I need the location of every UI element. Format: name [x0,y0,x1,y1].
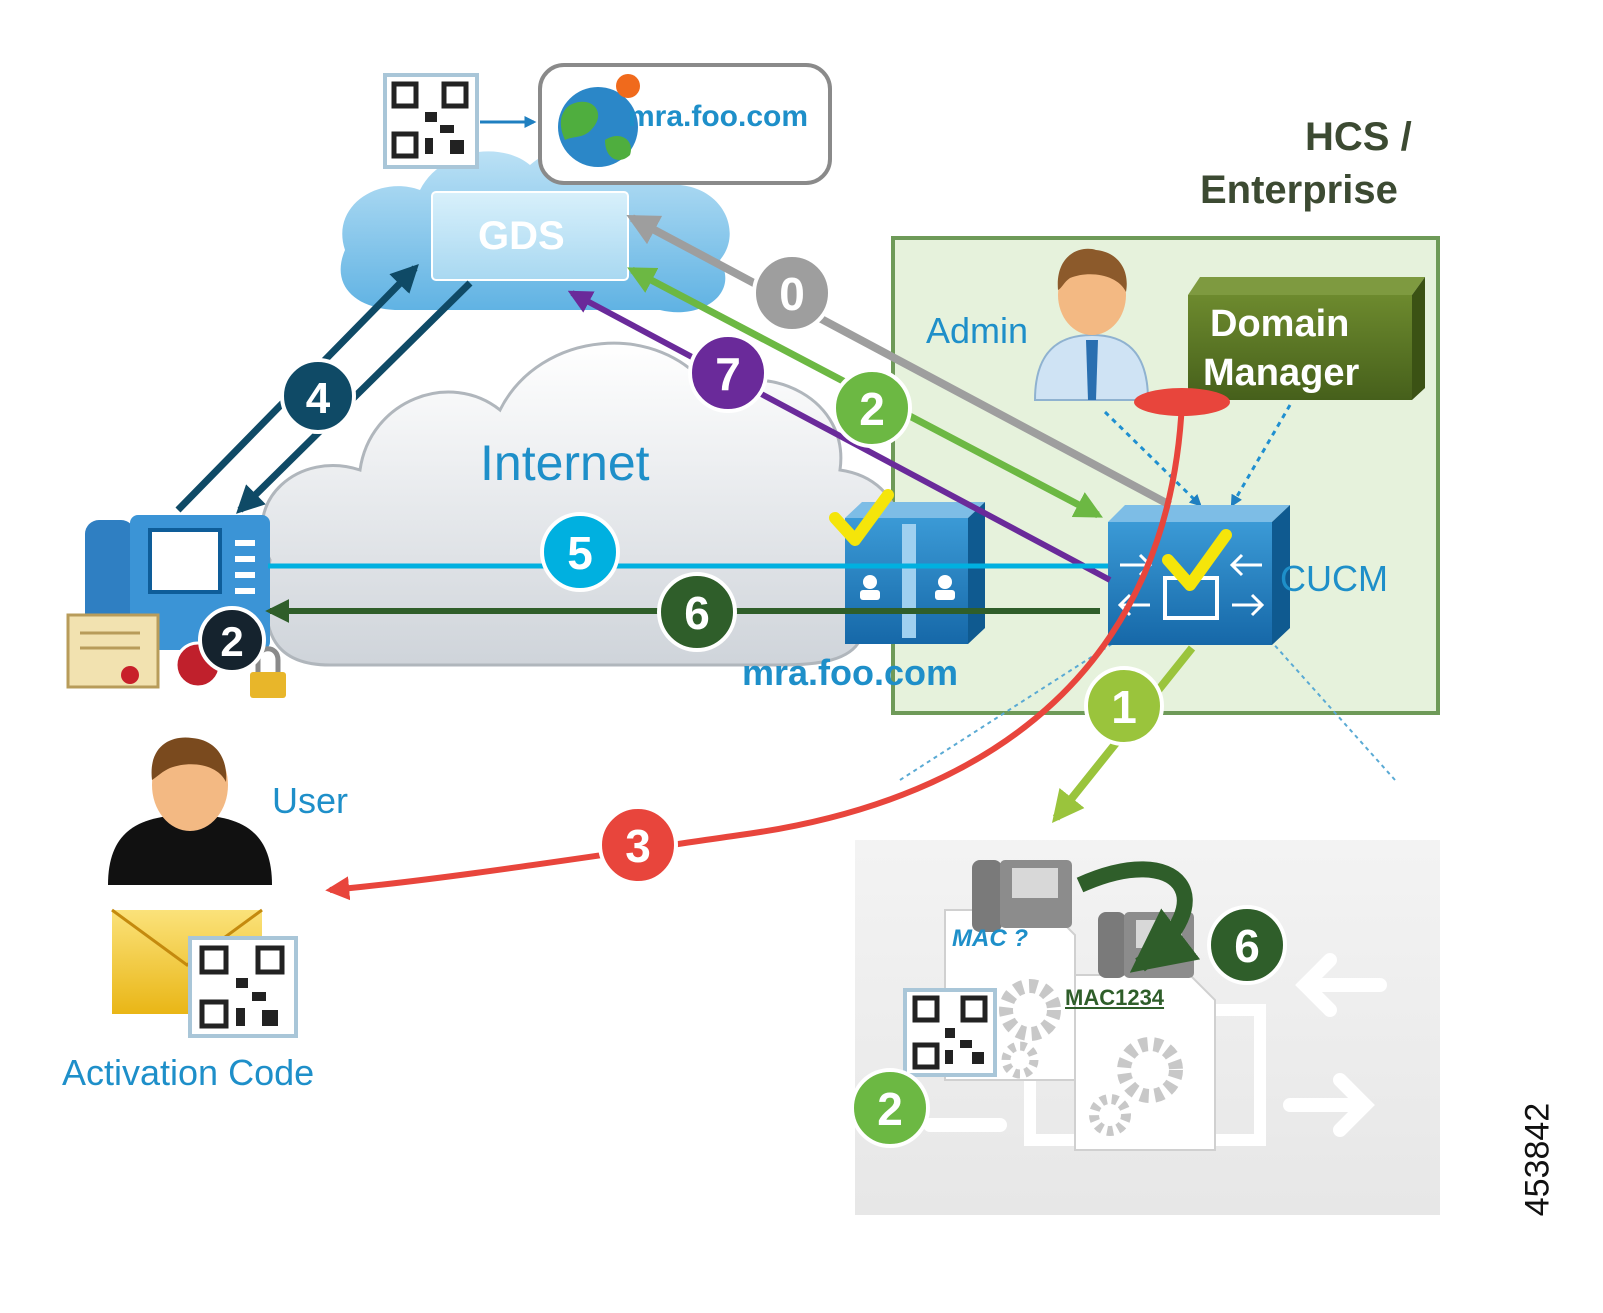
step-6-badge: 6 [657,572,737,652]
step-3-origin-marker [1134,388,1230,416]
activation-code-label: Activation Code [62,1052,315,1093]
domain-manager-label-line1: Domain [1210,303,1350,345]
cucm-checkmark-icon [1162,529,1232,591]
gear-icon [999,979,1183,1136]
admin-label: Admin [926,310,1029,351]
qr-code-icon [383,73,479,169]
mac-known-label: MAC1234 [1065,985,1165,1010]
svg-text:4: 4 [306,374,331,423]
detail-step-2-badge: 2 [850,1068,930,1148]
svg-text:5: 5 [567,527,593,579]
internet-label: Internet [480,435,650,491]
step-2-badge: 2 [832,368,912,448]
desk-phone-icon [972,860,1072,932]
qr-code-icon [188,936,298,1038]
user-person-icon [108,737,272,885]
mac-binding-arrow [1076,861,1201,973]
svg-text:2: 2 [859,383,885,435]
gds-label: GDS [478,214,565,258]
svg-text:7: 7 [715,348,741,400]
cloud-domain-label: mra.foo.com [628,100,809,133]
detail-step-6-badge: 6 [1207,905,1287,985]
step-4-badge: 4 [280,358,356,434]
step-3-arrow [325,401,1185,901]
phone-step-2-badge: 2 [198,606,266,674]
enterprise-title-line2: Enterprise [1200,168,1398,212]
mac-unknown-label: MAC ? [952,925,1028,952]
step-5-badge: 5 [540,512,620,592]
domain-manager-label-line2: Manager [1203,352,1360,394]
step-3-badge: 3 [598,805,678,885]
figure-id-label: 453842 [1518,1102,1557,1217]
svg-text:2: 2 [220,618,243,665]
domain-manager-box [1188,277,1425,400]
step-7-arrow [567,290,1112,583]
cucm-label: CUCM [1280,558,1388,599]
enterprise-title-line1: HCS / [1305,115,1412,159]
svg-text:3: 3 [625,820,651,872]
svg-text:6: 6 [684,587,710,639]
expressway-domain-label: mra.foo.com [742,652,959,693]
step-1-badge: 1 [1084,666,1164,746]
svg-text:1: 1 [1111,681,1137,733]
user-label: User [272,780,349,821]
step-7-badge: 7 [688,333,768,413]
svg-text:2: 2 [877,1083,903,1135]
globe-icon [558,74,640,167]
certificate-icon [66,613,160,689]
qr-code-icon [903,988,997,1077]
admin-to-cucm-link [1103,410,1202,507]
svg-text:6: 6 [1234,920,1260,972]
svg-text:0: 0 [779,268,805,320]
step-0-badge: 0 [752,253,832,333]
provisioning-detail-panel [855,639,1440,1215]
